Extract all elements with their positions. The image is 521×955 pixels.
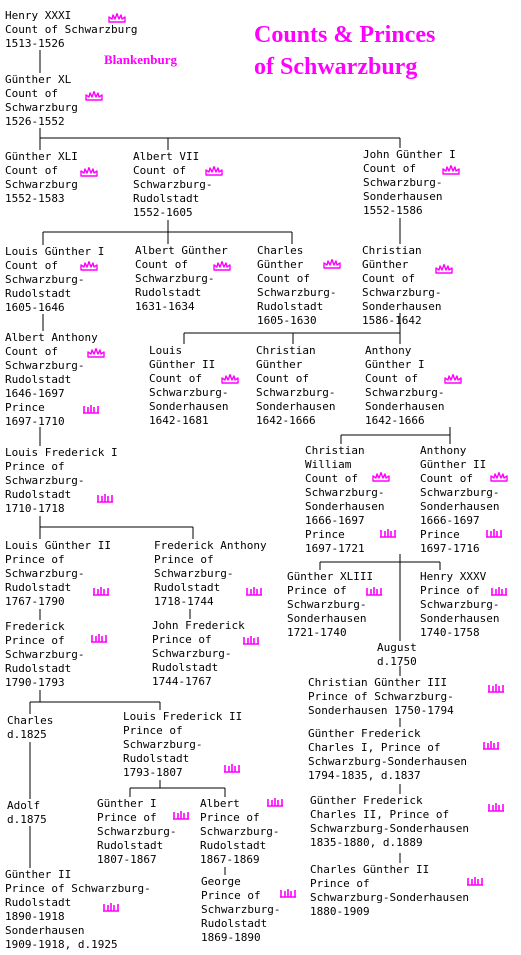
person-john-gunther-i: John Günther I Count of Schwarzburg- Son… — [363, 148, 456, 217]
prince-crown-icon — [82, 404, 100, 414]
person-charles-gunther-ii: Charles Günther II Prince of Schwarzburg… — [310, 863, 469, 918]
prince-crown-icon — [279, 888, 297, 898]
prince-crown-icon — [102, 902, 120, 912]
person-gunther-i: Günther I Prince of Schwarzburg- Rudolst… — [97, 797, 177, 866]
person-anthony-gunther-ii: Anthony Günther II Count of Schwarzburg-… — [420, 444, 500, 555]
prince-crown-icon — [172, 810, 190, 820]
person-albert-vii: Albert VII Count of Schwarzburg- Rudolst… — [133, 150, 213, 219]
count-crown-icon — [490, 472, 508, 482]
person-gunther-frederick-charles-ii: Günther Frederick Charles II, Prince of … — [310, 794, 469, 849]
prince-crown-icon — [487, 802, 505, 812]
person-christian-william: Christian William Count of Schwarzburg- … — [305, 444, 385, 555]
prince-crown-icon — [487, 683, 505, 693]
person-frederick: Frederick Prince of Schwarzburg- Rudolst… — [5, 620, 85, 689]
count-crown-icon — [213, 261, 231, 271]
count-crown-icon — [108, 13, 126, 23]
prince-crown-icon — [379, 528, 397, 538]
person-gunther-xliii: Günther XLIII Prince of Schwarzburg- Son… — [287, 570, 374, 639]
person-louis-gunther-i: Louis Günther I Count of Schwarzburg- Ru… — [5, 245, 105, 314]
person-louis-frederick-ii: Louis Frederick II Prince of Schwarzburg… — [123, 710, 243, 779]
prince-crown-icon — [96, 493, 114, 503]
count-crown-icon — [442, 165, 460, 175]
count-crown-icon — [323, 259, 341, 269]
person-adolf: Adolf d.1875 — [7, 799, 47, 826]
prince-crown-icon — [466, 876, 484, 886]
person-albert: Albert Prince of Schwarzburg- Rudolstadt… — [200, 797, 280, 866]
person-gunther-ii: Günther II Prince of Schwarzburg- Rudols… — [5, 868, 151, 951]
count-crown-icon — [372, 472, 390, 482]
person-henry-xxxi: Henry XXXI Count of Schwarzburg 1513-152… — [5, 9, 138, 50]
person-gunther-frederick-charles-i: Günther Frederick Charles I, Prince of S… — [308, 727, 467, 782]
person-gunther-xli: Günther XLI Count of Schwarzburg 1552-15… — [5, 150, 78, 205]
count-crown-icon — [435, 264, 453, 274]
title-line-1: Counts & Princes — [254, 22, 436, 48]
person-anthony-gunther-i: Anthony Günther I Count of Schwarzburg- … — [365, 344, 445, 427]
prince-crown-icon — [365, 586, 383, 596]
count-crown-icon — [80, 167, 98, 177]
prince-crown-icon — [92, 586, 110, 596]
prince-crown-icon — [490, 586, 508, 596]
prince-crown-icon — [485, 528, 503, 538]
person-george: George Prince of Schwarzburg- Rudolstadt… — [201, 875, 281, 944]
prince-crown-icon — [245, 586, 263, 596]
person-charles-gunther: Charles Günther Count of Schwarzburg- Ru… — [257, 244, 337, 327]
count-crown-icon — [221, 374, 239, 384]
person-christian-gunther-iii: Christian Günther III Prince of Schwarzb… — [308, 676, 454, 717]
count-crown-icon — [205, 166, 223, 176]
person-albert-anthony: Albert Anthony Count of Schwarzburg- Rud… — [5, 331, 98, 428]
person-gunther-xl: Günther XL Count of Schwarzburg 1526-155… — [5, 73, 78, 128]
person-john-frederick: John Frederick Prince of Schwarzburg- Ru… — [152, 619, 245, 688]
person-louis-frederick-i: Louis Frederick I Prince of Schwarzburg-… — [5, 446, 118, 515]
person-christian-gunther-i: Christian Günther Count of Schwarzburg- … — [362, 244, 442, 327]
prince-crown-icon — [482, 740, 500, 750]
count-crown-icon — [87, 348, 105, 358]
person-henry-xxxv: Henry XXXV Prince of Schwarzburg- Sonder… — [420, 570, 500, 639]
person-christian-gunther: Christian Günther Count of Schwarzburg- … — [256, 344, 336, 427]
prince-crown-icon — [223, 763, 241, 773]
person-august: August d.1750 — [377, 641, 417, 668]
prince-crown-icon — [90, 633, 108, 643]
count-crown-icon — [80, 261, 98, 271]
blankenburg-label: Blankenburg — [104, 52, 177, 67]
count-crown-icon — [85, 91, 103, 101]
person-louis-gunther-ii-rudolstadt: Louis Günther II Prince of Schwarzburg- … — [5, 539, 111, 608]
prince-crown-icon — [266, 797, 284, 807]
person-charles: Charles d.1825 — [7, 714, 54, 741]
person-albert-gunther: Albert Günther Count of Schwarzburg- Rud… — [135, 244, 228, 313]
person-frederick-anthony: Frederick Anthony Prince of Schwarzburg-… — [154, 539, 267, 608]
prince-crown-icon — [242, 635, 260, 645]
person-louis-gunther-ii-sonderhausen: Louis Günther II Count of Schwarzburg- S… — [149, 344, 229, 427]
title-line-2: of Schwarzburg — [254, 54, 418, 80]
count-crown-icon — [444, 374, 462, 384]
